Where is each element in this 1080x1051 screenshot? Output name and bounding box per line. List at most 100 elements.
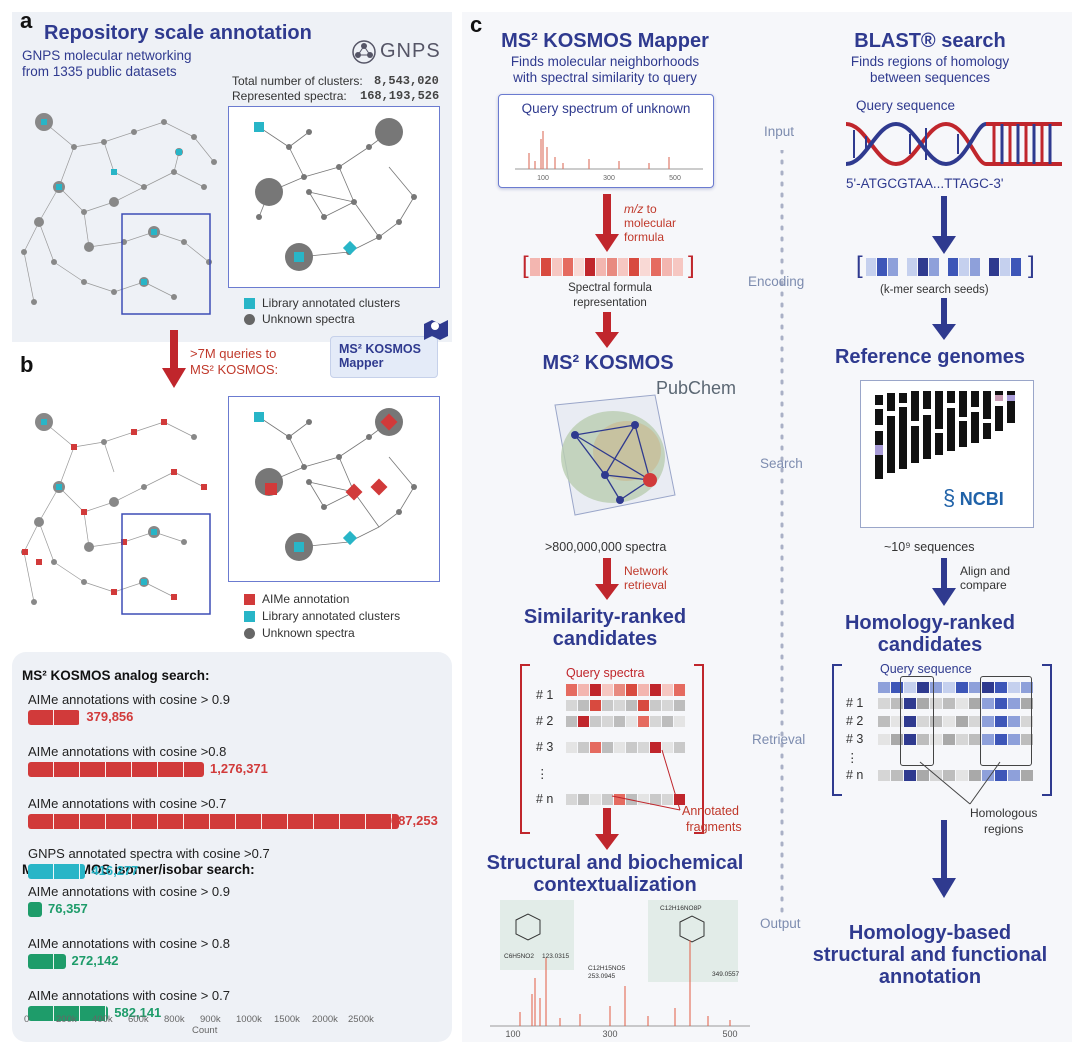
axis-tick-3: 600k xyxy=(128,1014,149,1025)
chromosome-ideogram xyxy=(875,391,1015,479)
analog-bar-value-2: 2,687,253 xyxy=(380,813,438,828)
candidate-cell xyxy=(638,716,649,727)
queries-text-2: MS² KOSMOS: xyxy=(190,362,279,377)
mol2-mass: 253.0945 xyxy=(588,973,615,980)
panel-a-subtitle-2: from 1335 public datasets xyxy=(22,64,177,79)
legend-library-label: Library annotated clusters xyxy=(262,296,401,310)
isomer-bar-value-0: 76,357 xyxy=(48,901,88,916)
encoding-cell xyxy=(618,258,628,276)
right-arrow-4 xyxy=(932,820,956,898)
candidate-cell xyxy=(578,794,589,805)
homology-cell xyxy=(878,716,890,727)
candidate-cell xyxy=(602,794,613,805)
left-arrow-2 xyxy=(595,312,619,348)
spectra-count: >800,000,000 spectra xyxy=(545,540,667,554)
stage-encoding: Encoding xyxy=(748,274,805,289)
out-tick-500: 500 xyxy=(722,1029,737,1038)
stage-divider xyxy=(780,150,784,920)
kosmos-db-title: MS² KOSMOS xyxy=(542,352,674,374)
encoding-cell xyxy=(673,258,683,276)
candidate-cell xyxy=(626,742,637,753)
panel-b-letter: b xyxy=(20,352,34,377)
encoding-cell xyxy=(530,258,540,276)
output-spectrum: C6H5NO2 123.0315 C12H15NO5 253.0945 C12H… xyxy=(490,900,750,1038)
homology-cell xyxy=(878,734,890,745)
right-arrow-3 xyxy=(932,558,956,606)
homology-leader-lines xyxy=(919,761,1001,805)
candidate-cell xyxy=(638,700,649,711)
kosmos-mapper-sub-2: with spectral similarity to query xyxy=(513,70,697,85)
candidate-cell xyxy=(602,716,613,727)
panel-b-overview-network xyxy=(21,413,211,615)
homology-cell xyxy=(956,734,968,745)
blast-title: BLAST® search xyxy=(854,30,1006,52)
queries-text-1: >7M queries to xyxy=(190,346,277,361)
analog-bar-3 xyxy=(28,864,86,879)
legend-unknown-swatch xyxy=(244,314,255,325)
mol1-ring xyxy=(515,913,541,941)
q-tick-100: 100 xyxy=(537,175,549,182)
homology-cell xyxy=(969,698,981,709)
map-pin-icon xyxy=(424,320,448,340)
candidate-cell xyxy=(578,742,589,753)
axis-tick-8: 2000k xyxy=(312,1014,338,1025)
candidate-cell xyxy=(650,700,661,711)
homology-cell xyxy=(904,698,916,709)
candidate-cell xyxy=(602,742,613,753)
homology-cell xyxy=(995,698,1007,709)
arrow1-text-1: m/z to xyxy=(624,202,657,216)
homology-cell xyxy=(956,770,968,781)
homology-row-label-3: ⋮ xyxy=(846,751,859,765)
homology-cell xyxy=(1021,698,1033,709)
q-tick-500: 500 xyxy=(669,175,681,182)
stage-output: Output xyxy=(760,916,801,931)
homology-cell xyxy=(1008,770,1020,781)
homology-cell xyxy=(943,770,955,781)
legend-unknown-label: Unknown spectra xyxy=(262,312,355,326)
panel-a-subtitle-1: GNPS molecular networking xyxy=(22,48,192,63)
gnps-logo: GNPS xyxy=(350,38,450,68)
right-arrow-2 xyxy=(932,298,956,340)
similarity-bracket-r xyxy=(694,664,704,834)
homology-cell xyxy=(995,716,1007,727)
enc-left-bracket-l: [ xyxy=(522,252,529,279)
homology-cell xyxy=(904,716,916,727)
encoding-cell xyxy=(866,258,876,276)
query-spectra-cell xyxy=(638,684,649,696)
legend-library-swatch-b xyxy=(244,611,255,622)
structural-title-2: contextualization xyxy=(533,874,697,896)
axis-tick-6: 1000k xyxy=(236,1014,262,1025)
panel-a-overview-network xyxy=(21,113,217,315)
homology-row-label-1: # 2 xyxy=(846,714,864,728)
blast-query-title: Query sequence xyxy=(856,98,956,113)
homology-cell xyxy=(943,734,955,745)
homology-cell xyxy=(904,734,916,745)
candidate-cell xyxy=(590,700,601,711)
analog-search-header: MS² KOSMOS analog search: xyxy=(22,668,210,683)
homology-cell xyxy=(891,734,903,745)
left-encoding-strip xyxy=(530,258,690,276)
query-spectrum-title: Query spectrum of unknown xyxy=(521,101,691,116)
out-tick-100: 100 xyxy=(505,1029,520,1038)
homology-cell xyxy=(969,716,981,727)
candidate-cell xyxy=(566,700,577,711)
candidate-cell xyxy=(662,716,673,727)
query-seq-cell xyxy=(878,682,890,693)
encoding-cell xyxy=(989,258,999,276)
isomer-bar-0 xyxy=(28,902,42,917)
candidate-cell xyxy=(614,742,625,753)
candidate-cell xyxy=(626,794,637,805)
bar-section-background xyxy=(12,652,452,1042)
isomer-bar-value-2: 582,141 xyxy=(114,1005,162,1020)
homology-cell xyxy=(995,770,1007,781)
homology-cell xyxy=(982,770,994,781)
homology-cell xyxy=(1008,716,1020,727)
analog-bar-value-3: 416,277 xyxy=(91,863,139,878)
homology-output-1: Homology-based xyxy=(848,922,1012,944)
enc-right-bracket-l: [ xyxy=(856,252,863,279)
encoding-cell xyxy=(907,258,917,276)
q-tick-300: 300 xyxy=(603,175,615,182)
homology-cell xyxy=(1008,734,1020,745)
legend-aime-label: AIMe annotation xyxy=(262,592,350,606)
similarity-row-label-0: # 1 xyxy=(536,688,554,702)
